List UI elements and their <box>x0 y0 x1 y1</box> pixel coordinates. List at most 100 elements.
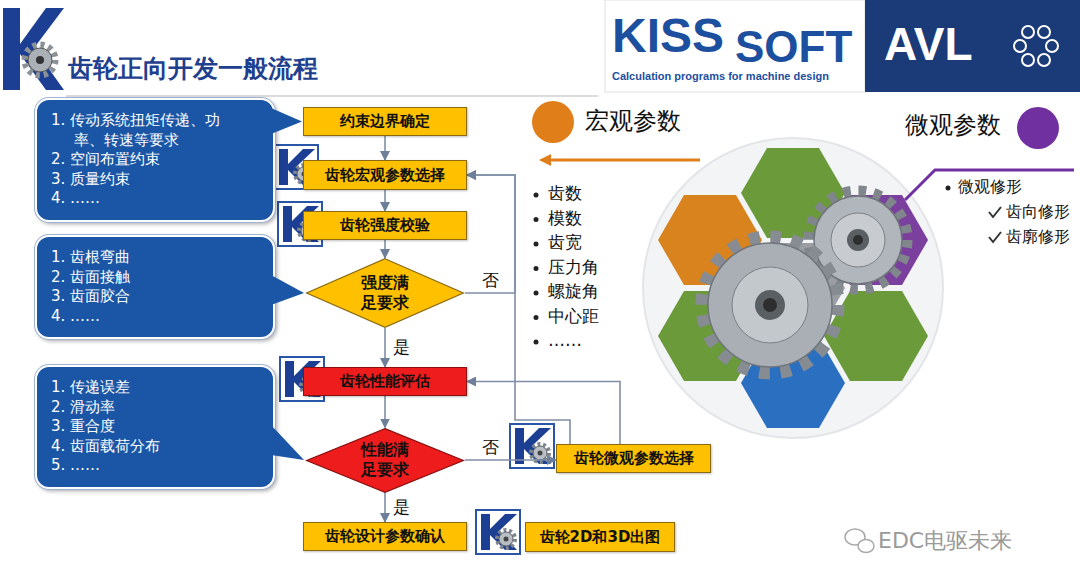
macro-dot <box>532 101 574 143</box>
callout-item: 4. …… <box>51 307 243 327</box>
parameter-markers <box>532 101 1074 345</box>
parameter-item: 齿廓修形 <box>1006 228 1070 246</box>
edge-label: 是 <box>391 498 412 517</box>
node-text: 齿轮微观参数选择 <box>574 449 694 468</box>
process-box: 齿轮宏观参数选择 <box>303 160 467 190</box>
callout-item: 2. 空间布置约束 <box>51 150 243 170</box>
parameter-item: 齿数 <box>548 184 582 204</box>
callout-item: 5. …… <box>51 456 243 476</box>
callout-box: 1. 传动系统扭矩传递、功率、转速等要求2. 空间布置约束3. 质量约束4. …… <box>35 98 275 222</box>
flow-connector <box>465 459 556 461</box>
callout-item: 3. 齿面胶合 <box>51 287 243 307</box>
flow-connector <box>384 493 386 523</box>
parameter-item: 齿向修形 <box>1006 203 1070 221</box>
micro-dot <box>1017 107 1059 149</box>
diamond-shape <box>307 259 464 328</box>
process-box: 齿轮设计参数确认 <box>303 522 467 551</box>
gear-web <box>831 213 885 267</box>
diamond-shape <box>307 428 464 492</box>
flow-connector <box>384 136 386 160</box>
decision-diamond: 性能满足要求 <box>305 428 465 493</box>
process-box: 齿轮性能评估 <box>303 367 467 396</box>
parameter-item: 齿宽 <box>548 233 582 253</box>
callout-item: 1. 传递误差 <box>51 378 243 398</box>
gear-bore <box>763 298 777 312</box>
flow-connector <box>384 190 386 211</box>
gear-bore <box>853 235 863 245</box>
gear-teeth <box>702 237 838 373</box>
gear-body <box>708 243 832 367</box>
process-box: 约束边界确定 <box>303 107 467 136</box>
callout-item: 4. 齿面载荷分布 <box>51 437 243 457</box>
process-box: 齿轮微观参数选择 <box>556 444 711 473</box>
parameter-item: 中心距 <box>548 307 599 327</box>
gear-hub <box>755 290 785 320</box>
micro-line <box>905 170 1074 200</box>
node-text: 齿轮宏观参数选择 <box>325 166 445 185</box>
check-mark <box>989 207 1001 217</box>
logo-text: KISS <box>612 8 724 63</box>
callout-pointer-shape <box>271 275 304 305</box>
gear-graphic <box>643 138 943 438</box>
bullet <box>534 315 539 320</box>
k-logo <box>3 8 64 90</box>
callout-item: 2. 齿面接触 <box>51 268 243 288</box>
bullet <box>534 291 539 296</box>
callout-item: 1. 齿根弯曲 <box>51 248 243 268</box>
logo-gear <box>25 45 55 75</box>
gear-web <box>732 267 808 343</box>
check-mark <box>989 232 1001 242</box>
bullet <box>534 266 539 271</box>
process-box: 齿轮强度校验 <box>303 211 467 240</box>
watermark: EDC电驱未来 <box>878 528 1012 553</box>
callout-box: 1. 传递误差2. 滑动率3. 重合度4. 齿面载荷分布5. …… <box>35 365 275 489</box>
title-rule <box>66 95 598 97</box>
bullet <box>946 186 951 191</box>
node-text: 性能满足要求 <box>360 440 410 480</box>
node-text: 齿轮设计参数确认 <box>325 527 445 546</box>
flow-connector <box>384 328 386 367</box>
parameter-item: 螺旋角 <box>548 282 599 302</box>
callout-pointer-shape <box>271 425 304 460</box>
node-text: 齿轮强度校验 <box>340 216 430 235</box>
flow-connector <box>467 382 620 445</box>
macro-arrow <box>542 159 700 162</box>
kisssoft-icon <box>476 510 520 554</box>
node-text: 齿轮性能评估 <box>340 372 430 391</box>
hexagon <box>824 291 928 381</box>
avl-logo-panel <box>865 0 1080 92</box>
kisssoft-logo-panel <box>605 0 865 92</box>
node-text: 约束边界确定 <box>340 112 430 131</box>
decision-diamond: 强度满足要求 <box>305 258 465 328</box>
callout-box: 1. 齿根弯曲2. 齿面接触3. 齿面胶合4. …… <box>35 235 275 339</box>
flow-connector <box>384 396 386 428</box>
edge-label: 否 <box>480 438 501 457</box>
bullet <box>534 217 539 222</box>
parameter-item: …… <box>548 331 582 351</box>
kisssoft-icon <box>510 424 554 468</box>
parameter-item: 模数 <box>548 209 582 229</box>
gear-hub <box>847 229 869 251</box>
callout-item: 2. 滑动率 <box>51 398 243 418</box>
bullet <box>534 193 539 198</box>
parameter-item: 微观修形 <box>958 178 1022 196</box>
flow-connector <box>465 175 515 293</box>
section-heading: 微观参数 <box>905 112 1001 140</box>
node-text: 齿轮2D和3D出图 <box>540 528 661 547</box>
wechat-icon <box>845 529 874 553</box>
callout-item: 1. 传动系统扭矩传递、功率、转速等要求 <box>51 111 243 150</box>
avl-symbol <box>1014 26 1058 66</box>
edge-label: 是 <box>391 338 412 357</box>
node-text: 强度满足要求 <box>360 273 410 313</box>
header <box>3 0 1080 96</box>
bullet <box>534 242 539 247</box>
section-heading: 宏观参数 <box>585 108 681 136</box>
process-box: 齿轮2D和3D出图 <box>525 522 675 552</box>
callout-item: 4. …… <box>51 189 243 209</box>
callout-item: 3. 重合度 <box>51 417 243 437</box>
logo-tagline: Calculation programs for machine design <box>612 70 829 83</box>
slide-title: 齿轮正向开发一般流程 <box>68 55 318 84</box>
callout-item: 3. 质量约束 <box>51 170 243 190</box>
chat-bubble <box>858 540 874 553</box>
callout-pointer-shape <box>271 108 302 134</box>
